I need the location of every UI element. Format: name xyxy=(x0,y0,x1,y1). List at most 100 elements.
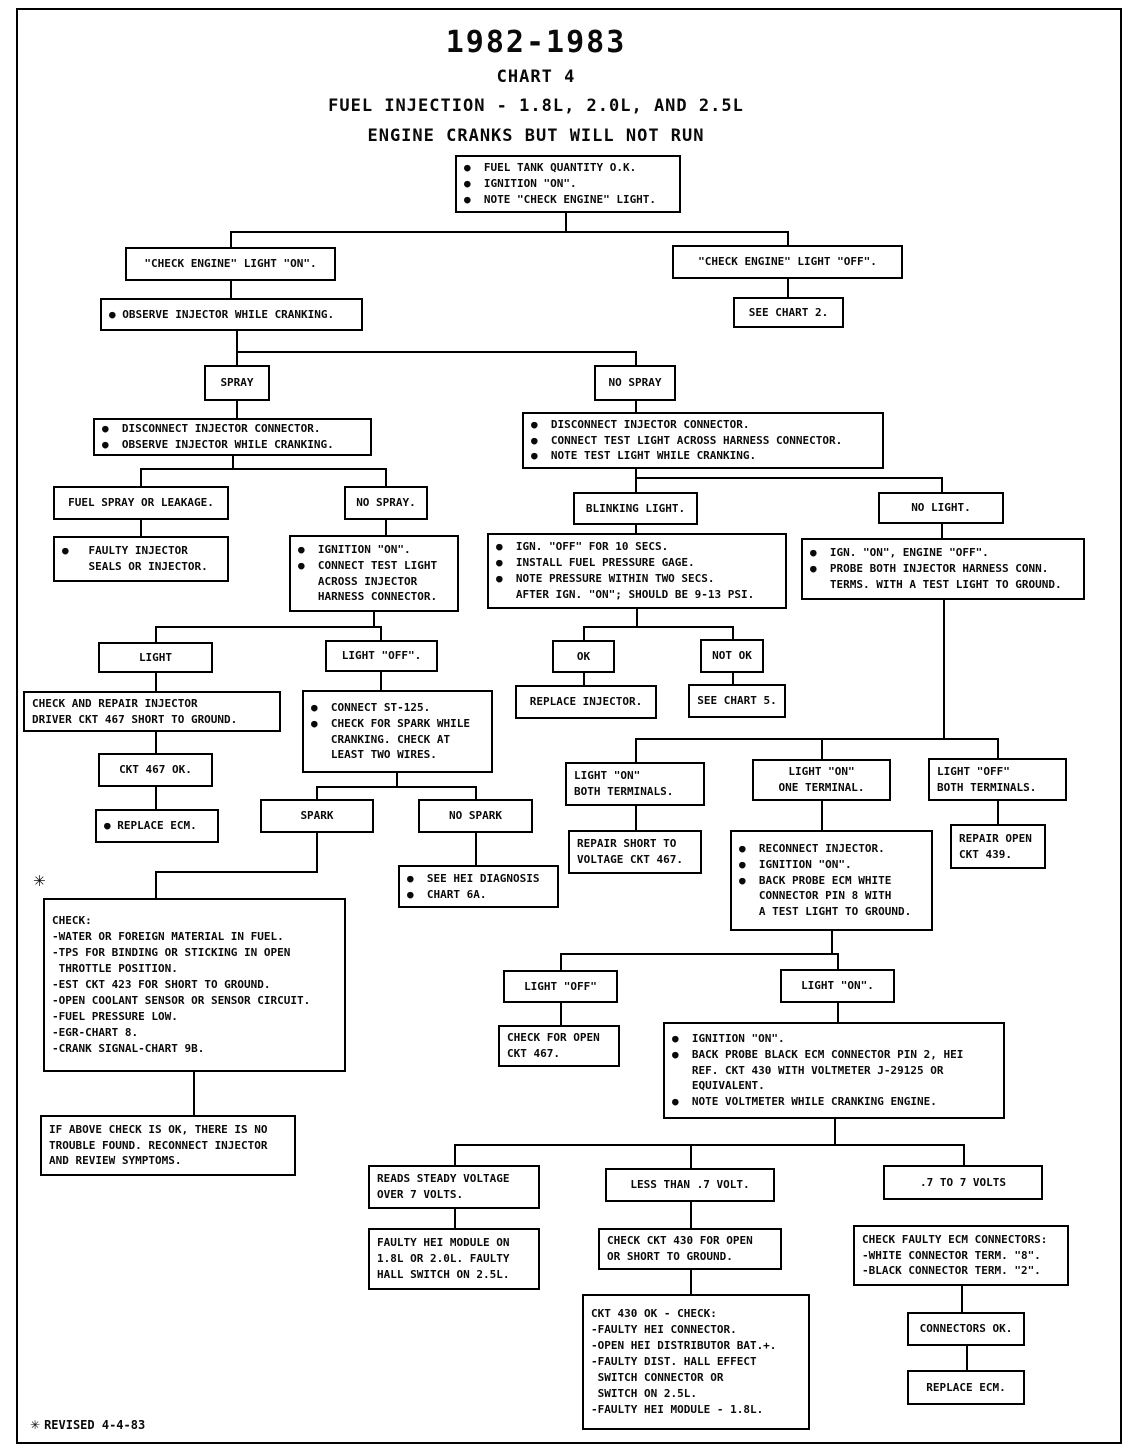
connector-line xyxy=(230,281,232,299)
connector-line xyxy=(821,738,823,760)
connector-line xyxy=(943,600,945,738)
connector-line xyxy=(155,626,157,643)
node-back-probe-voltmeter: ● IGNITION "ON". ● BACK PROBE BLACK ECM … xyxy=(663,1022,1005,1119)
connector-line xyxy=(997,738,999,759)
connector-line xyxy=(635,806,637,831)
connector-line xyxy=(635,469,637,478)
node-ignition-on-test-light: ● IGNITION "ON". ● CONNECT TEST LIGHT AC… xyxy=(289,535,459,612)
connector-line xyxy=(635,401,637,413)
connector-line xyxy=(635,738,637,763)
connector-line xyxy=(583,673,585,686)
node-light-on-both-terminals: LIGHT "ON" BOTH TERMINALS. xyxy=(565,762,705,806)
connector-line xyxy=(236,401,238,419)
connector-line xyxy=(635,738,999,740)
connector-line xyxy=(635,525,637,534)
node-disconnect-observe: ● DISCONNECT INJECTOR CONNECTOR. ● OBSER… xyxy=(93,418,372,456)
node-check-engine-light-on: "CHECK ENGINE" LIGHT "ON". xyxy=(125,247,336,281)
node-repair-open-ckt439: REPAIR OPEN CKT 439. xyxy=(950,824,1046,869)
node-check-ecm-connectors: CHECK FAULTY ECM CONNECTORS: -WHITE CONN… xyxy=(853,1225,1069,1286)
connector-line xyxy=(821,801,823,831)
node-no-spray-2: NO SPRAY. xyxy=(344,486,428,520)
connector-line xyxy=(155,732,157,754)
connector-line xyxy=(373,612,375,627)
connector-line xyxy=(140,468,142,487)
node-replace-injector: REPLACE INJECTOR. xyxy=(515,685,657,719)
node-light-off-both-terminals: LIGHT "OFF" BOTH TERMINALS. xyxy=(928,758,1067,801)
revision-asterisk: ✳ xyxy=(33,872,46,890)
node-less-than-point7: LESS THAN .7 VOLT. xyxy=(605,1168,775,1202)
node-check-open-ckt467: CHECK FOR OPEN CKT 467. xyxy=(498,1025,620,1067)
node-check-ckt430: CHECK CKT 430 FOR OPEN OR SHORT TO GROUN… xyxy=(598,1228,782,1270)
title-condition: ENGINE CRANKS BUT WILL NOT RUN xyxy=(367,125,705,146)
connector-line xyxy=(635,477,943,479)
node-fuel-spray-or-leakage: FUEL SPRAY OR LEAKAGE. xyxy=(53,486,229,520)
node-light-on-one-terminal: LIGHT "ON" ONE TERMINAL. xyxy=(752,759,891,801)
connector-line xyxy=(236,351,637,353)
title-subject: FUEL INJECTION - 1.8L, 2.0L, AND 2.5L xyxy=(328,96,744,117)
connector-line xyxy=(236,331,238,352)
connector-line xyxy=(316,786,477,788)
node-ok: OK xyxy=(552,640,615,673)
node-if-above-check-ok: IF ABOVE CHECK IS OK, THERE IS NO TROUBL… xyxy=(40,1115,296,1176)
node-see-chart-5: SEE CHART 5. xyxy=(688,684,786,718)
connector-line xyxy=(787,279,789,298)
node-check-engine-light-off: "CHECK ENGINE" LIGHT "OFF". xyxy=(672,245,903,279)
node-check-repair-ckt467: CHECK AND REPAIR INJECTOR DRIVER CKT 467… xyxy=(23,691,281,732)
connector-line xyxy=(155,787,157,810)
node-steady-voltage: READS STEADY VOLTAGE OVER 7 VOLTS. xyxy=(368,1165,540,1209)
connector-line xyxy=(583,626,734,628)
connector-line xyxy=(560,953,839,955)
page-border xyxy=(16,8,1122,1444)
connector-line xyxy=(316,833,318,871)
connector-line xyxy=(961,1286,963,1313)
node-light-off: LIGHT "OFF". xyxy=(325,640,438,672)
node-light: LIGHT xyxy=(98,642,213,673)
connector-line xyxy=(831,931,833,954)
node-faulty-injector-seals: ● FAULTY INJECTOR SEALS OR INJECTOR. xyxy=(53,536,229,582)
connector-line xyxy=(155,871,157,899)
connector-line xyxy=(155,673,157,692)
connector-line xyxy=(385,468,387,487)
revision-footnote: ✳REVISED 4-4-83 xyxy=(30,1418,145,1432)
node-connect-st125: ● CONNECT ST-125. ● CHECK FOR SPARK WHIL… xyxy=(302,690,493,773)
node-point7-to-7-volts: .7 TO 7 VOLTS xyxy=(883,1165,1043,1200)
connector-line xyxy=(636,609,638,627)
connector-line xyxy=(837,953,839,970)
connector-line xyxy=(560,953,562,971)
connector-line xyxy=(232,456,234,469)
revision-text: REVISED 4-4-83 xyxy=(44,1418,146,1432)
title-year: 1982-1983 xyxy=(445,25,627,60)
connector-line xyxy=(690,1202,692,1229)
connector-line xyxy=(454,1209,456,1229)
connector-line xyxy=(193,1072,195,1116)
node-spray: SPRAY xyxy=(204,365,270,401)
node-no-spray: NO SPRAY xyxy=(594,365,676,401)
connector-line xyxy=(454,1144,965,1146)
node-replace-ecm-2: REPLACE ECM. xyxy=(907,1370,1025,1405)
node-observe-injector: ● OBSERVE INJECTOR WHILE CRANKING. xyxy=(100,298,363,331)
node-faulty-hei-module: FAULTY HEI MODULE ON 1.8L OR 2.0L. FAULT… xyxy=(368,1228,540,1290)
node-probe-harness-terms: ● IGN. "ON", ENGINE "OFF". ● PROBE BOTH … xyxy=(801,538,1085,600)
connector-line xyxy=(380,672,382,691)
connector-line xyxy=(834,1119,836,1145)
revision-asterisk-icon: ✳ xyxy=(30,1418,41,1432)
node-no-light: NO LIGHT. xyxy=(878,492,1004,524)
connector-line xyxy=(155,871,318,873)
node-see-chart-2: SEE CHART 2. xyxy=(733,297,844,328)
node-spark: SPARK xyxy=(260,799,374,833)
connector-line xyxy=(690,1144,692,1169)
connector-line xyxy=(475,786,477,800)
connector-line xyxy=(236,351,238,366)
node-ckt-467-ok: CKT 467 OK. xyxy=(98,753,213,787)
connector-line xyxy=(635,351,637,366)
connector-line xyxy=(454,1144,456,1166)
connector-line xyxy=(635,477,637,493)
node-initial-conditions: ● FUEL TANK QUANTITY O.K. ● IGNITION "ON… xyxy=(455,155,681,213)
node-blinking-light: BLINKING LIGHT. xyxy=(573,492,698,525)
connector-line xyxy=(155,626,382,628)
connector-line xyxy=(997,801,999,825)
connector-line xyxy=(396,773,398,787)
node-light-off-2: LIGHT "OFF" xyxy=(503,970,618,1003)
connector-line xyxy=(732,626,734,640)
